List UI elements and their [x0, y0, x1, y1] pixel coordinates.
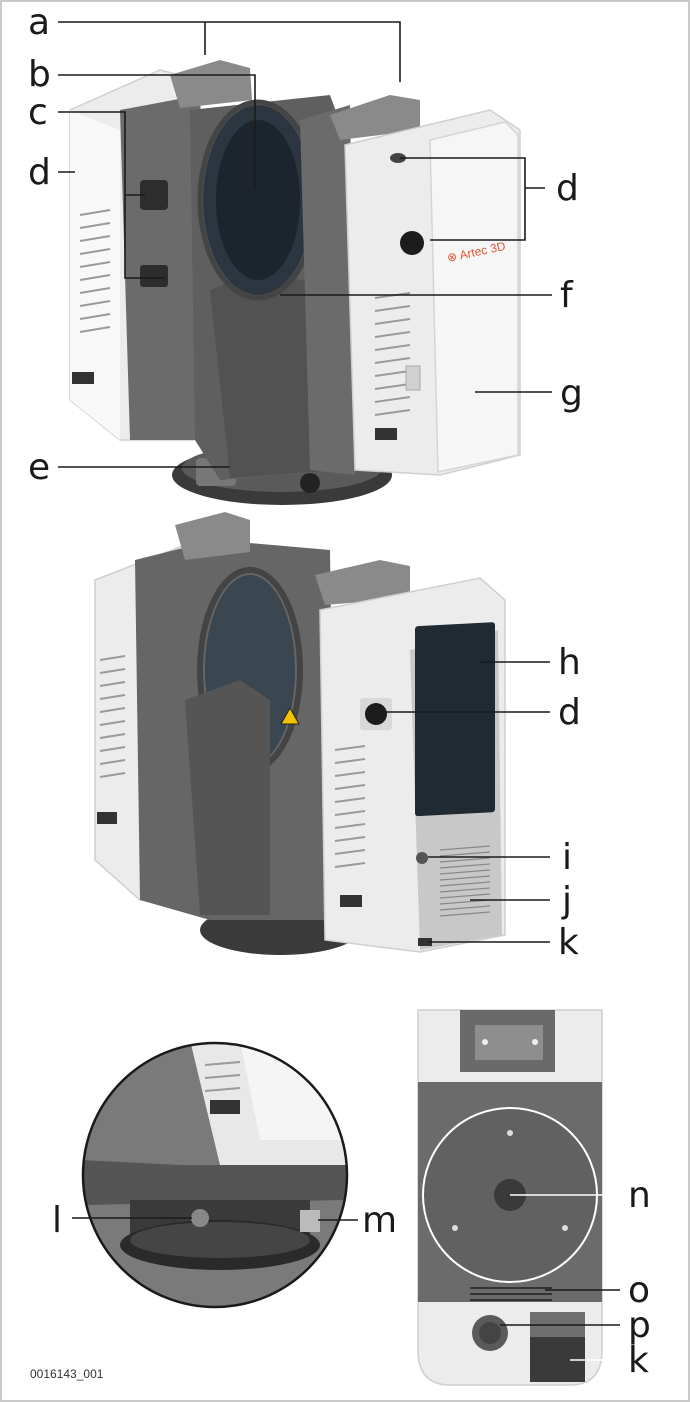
label-d-right: d — [556, 168, 579, 209]
scanner-bottom-view — [417, 1009, 603, 1386]
label-f: f — [560, 275, 574, 316]
camera-left — [140, 180, 168, 210]
label-c: c — [28, 92, 48, 133]
label-h: h — [558, 642, 581, 683]
scanner-rear-view — [94, 512, 506, 955]
label-g: g — [560, 373, 583, 414]
leader-lines-view3 — [72, 1217, 358, 1221]
label-i: i — [562, 837, 572, 878]
label-o: o — [628, 1270, 650, 1311]
side-cover — [429, 121, 519, 473]
handle-left — [170, 60, 252, 108]
detail-circle — [81, 1041, 349, 1309]
label-l: l — [52, 1200, 62, 1241]
leader-lines-view4 — [500, 1194, 620, 1361]
figure-code: 0016143_001 — [30, 1367, 104, 1381]
label-e: e — [28, 447, 50, 488]
labels-view3: l m — [52, 1200, 397, 1241]
handle-right — [330, 95, 420, 140]
label-p: p — [628, 1305, 651, 1346]
label-j: j — [561, 880, 572, 921]
screw-l — [191, 1209, 209, 1227]
label-d-rear: d — [558, 692, 581, 733]
label-b: b — [28, 54, 51, 95]
camera-rear — [365, 703, 387, 725]
leader-lines-view2 — [385, 661, 550, 943]
label-a: a — [28, 2, 50, 43]
label-n: n — [628, 1175, 651, 1216]
lock-m — [300, 1210, 320, 1232]
labels-view2: h d i j k — [558, 642, 581, 963]
label-k-rear: k — [558, 922, 579, 963]
power-button — [416, 852, 428, 864]
base-detail-view — [81, 1041, 349, 1309]
label-k-bottom: k — [628, 1340, 649, 1381]
labels-view1: a b c d d e f g — [28, 2, 583, 488]
label-m: m — [362, 1200, 397, 1241]
labels-view4: n o p k — [628, 1175, 651, 1381]
touch-display — [415, 622, 495, 817]
scanner-front-view: ⊗ Artec 3D — [69, 60, 521, 505]
leader-lines-view1 — [58, 21, 552, 468]
camera-right — [400, 231, 424, 255]
label-d-left: d — [28, 152, 51, 193]
